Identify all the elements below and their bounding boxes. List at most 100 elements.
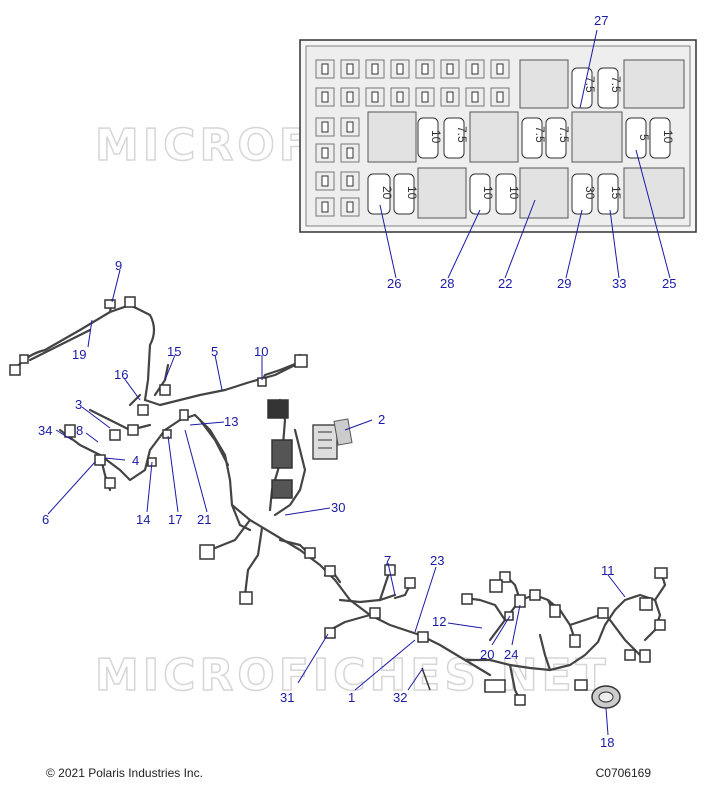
small-fuse-slot [340, 87, 360, 107]
document-code: C0706169 [595, 766, 651, 780]
small-fuse-slot [415, 87, 435, 107]
callout-3: 3 [75, 397, 82, 412]
callout-27: 27 [594, 13, 608, 28]
fuse-value: 20 [380, 186, 394, 200]
small-fuse-slot [315, 171, 335, 191]
fuse-mid-3: 7.5 [521, 117, 547, 159]
fuse-29: 30 [571, 173, 597, 215]
callout-7: 7 [384, 553, 391, 568]
callout-21: 21 [197, 512, 211, 527]
fuse-mid-4: 7.5 [545, 117, 571, 159]
relay-slot [367, 111, 417, 163]
fuse-26: 20 [367, 173, 394, 215]
fuse-box: 7.5 7.5 10 7.5 7.5 7.5 5 10 20 10 10 10 … [299, 39, 697, 233]
callout-10: 10 [254, 344, 268, 359]
small-fuse-slot [340, 59, 360, 79]
callout-14: 14 [136, 512, 150, 527]
relay-slot [623, 167, 685, 219]
small-fuse-slot [315, 143, 335, 163]
callout-6: 6 [42, 512, 49, 527]
small-fuse-slot [365, 59, 385, 79]
small-fuse-slot [415, 59, 435, 79]
small-fuse-slots [315, 59, 510, 217]
small-fuse-slot [440, 87, 460, 107]
fuse-value: 7.5 [609, 76, 623, 93]
fuse-27b: 7.5 [597, 67, 623, 109]
small-fuse-slot [340, 143, 360, 163]
fuse-mid-2: 7.5 [443, 117, 469, 159]
callout-18: 18 [600, 735, 614, 750]
small-fuse-slot [315, 59, 335, 79]
cable-tie-part-32 [421, 667, 431, 691]
fuse-28: 10 [469, 173, 495, 215]
fuse-25: 5 [625, 117, 651, 159]
small-fuse-slot [315, 197, 335, 217]
callout-32: 32 [393, 690, 407, 705]
callout-13: 13 [224, 414, 238, 429]
relay-slot [571, 111, 623, 163]
fuse-value: 10 [507, 186, 521, 200]
callout-20: 20 [480, 647, 494, 662]
callout-29: 29 [557, 276, 571, 291]
callout-9: 9 [115, 258, 122, 273]
small-fuse-slot [365, 87, 385, 107]
fuse-26b: 10 [393, 173, 419, 215]
callout-11: 11 [601, 563, 615, 578]
small-fuse-slot [490, 59, 510, 79]
callout-30: 30 [331, 500, 345, 515]
grommet-part-18 [591, 685, 621, 709]
fuse-value: 7.5 [533, 126, 547, 143]
fuse-value: 5 [637, 134, 651, 141]
relay-slots [367, 59, 685, 219]
small-fuse-slot [390, 87, 410, 107]
callout-4: 4 [132, 453, 139, 468]
watermark-bottom: MICROFICHES.NET [95, 650, 610, 701]
callout-8: 8 [76, 423, 83, 438]
small-fuse-slot [465, 59, 485, 79]
small-fuse-slot [340, 117, 360, 137]
connectors [9, 296, 668, 706]
callouts: 1 2 3 4 5 6 7 8 9 10 11 12 13 14 15 16 1… [38, 13, 676, 750]
callout-15: 15 [167, 344, 181, 359]
callout-33: 33 [612, 276, 626, 291]
callout-5: 5 [211, 344, 218, 359]
callout-12: 12 [432, 614, 446, 629]
small-fuse-slot [490, 87, 510, 107]
callout-2: 2 [378, 412, 385, 427]
fuse-28b: 10 [495, 173, 521, 215]
small-fuse-slot [340, 171, 360, 191]
small-fuse-slot [440, 59, 460, 79]
small-fuse-slot [390, 59, 410, 79]
small-fuse-slot [465, 87, 485, 107]
callout-26: 26 [387, 276, 401, 291]
fuse-value: 30 [583, 186, 597, 200]
callout-23: 23 [430, 553, 444, 568]
callout-31: 31 [280, 690, 294, 705]
relay-slot [519, 59, 569, 109]
fuse-value: 7.5 [455, 126, 469, 143]
callout-28: 28 [440, 276, 454, 291]
callout-22: 22 [498, 276, 512, 291]
copyright-text: © 2021 Polaris Industries Inc. [46, 766, 203, 780]
fuse-value: 10 [661, 130, 675, 144]
callout-25: 25 [662, 276, 676, 291]
relay-slot [469, 111, 519, 163]
module-part-2 [312, 418, 353, 460]
callout-17: 17 [168, 512, 182, 527]
relay-slot [623, 59, 685, 109]
callout-16: 16 [114, 367, 128, 382]
fuse-33: 15 [597, 173, 623, 215]
relay-slot [519, 167, 569, 219]
callout-34: 34 [38, 423, 52, 438]
fuse-value: 10 [405, 186, 419, 200]
fuse-value: 7.5 [557, 126, 571, 143]
fuse-value: 15 [609, 186, 623, 200]
fuse-value: 10 [429, 130, 443, 144]
small-fuse-slot [340, 197, 360, 217]
fuse-value: 10 [481, 186, 495, 200]
leader-lines [47, 29, 671, 736]
fuse-mid-1: 10 [417, 117, 443, 159]
callout-24: 24 [504, 647, 518, 662]
callout-19: 19 [72, 347, 86, 362]
